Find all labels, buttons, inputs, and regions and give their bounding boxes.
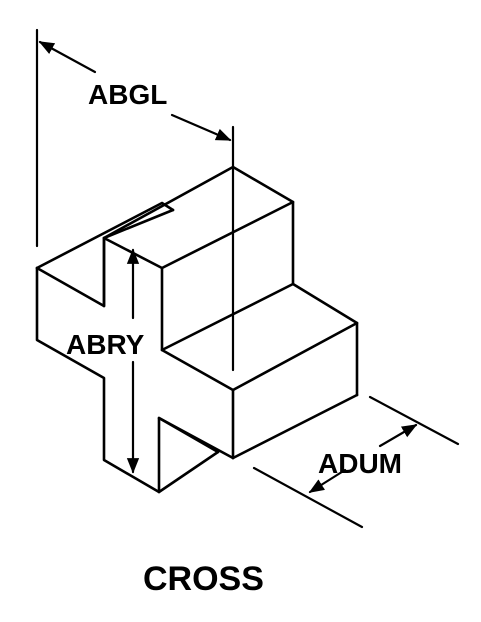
abgl-arrow-left — [38, 40, 97, 74]
lower-notch — [157, 450, 220, 494]
abgl-label: ABGL — [88, 79, 167, 110]
abry-dimension: ABRY — [66, 248, 145, 474]
adum-arrow-up — [378, 423, 418, 448]
back-rib-top — [35, 201, 175, 270]
adum-extension-bottom — [252, 466, 364, 529]
lower-notch-edge — [157, 416, 220, 454]
abry-label: ABRY — [66, 329, 145, 360]
adum-arrow-down — [308, 468, 347, 494]
adum-extension-top — [368, 395, 460, 446]
cross-solid — [35, 165, 359, 494]
adum-dimension: ADUM — [252, 395, 460, 529]
cross-left-face — [35, 236, 106, 308]
right-step-bottom-edge — [231, 393, 359, 460]
right-step-top — [160, 282, 359, 392]
abgl-arrow-right — [170, 113, 232, 142]
abgl-dimension: ABGL — [35, 28, 235, 372]
back-rib-inner-top — [102, 208, 175, 240]
cross-left-outline — [35, 266, 235, 494]
adum-label: ADUM — [318, 448, 402, 479]
diagram-caption: CROSS — [143, 560, 264, 598]
